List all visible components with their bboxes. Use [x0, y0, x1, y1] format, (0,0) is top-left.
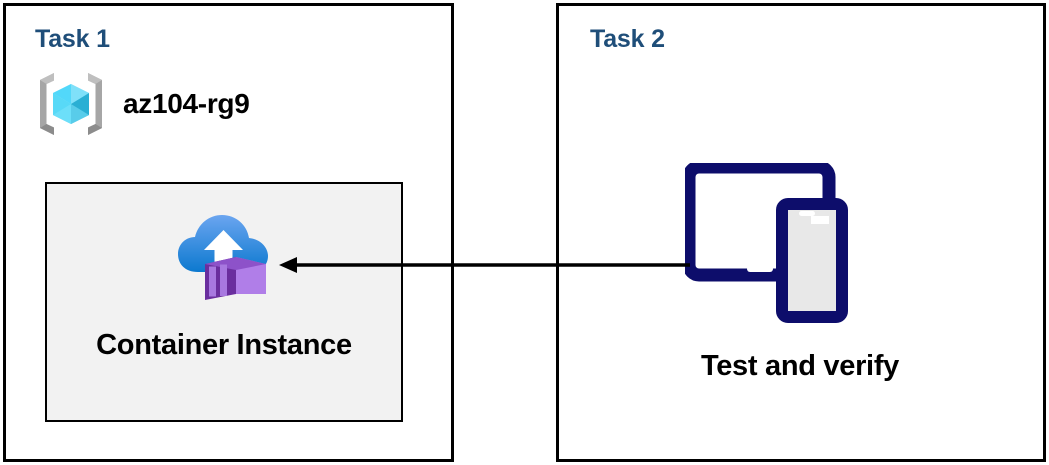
resource-group-row: az104-rg9 [35, 68, 250, 140]
resource-group-label: az104-rg9 [123, 88, 250, 119]
test-and-verify-label: Test and verify [700, 350, 900, 382]
task-1-title: Task 1 [35, 25, 110, 53]
azure-resource-group-icon [35, 68, 107, 140]
task-2-title: Task 2 [590, 25, 665, 53]
container-instance-box: Container Instance [45, 182, 403, 422]
container-instance-label: Container Instance [96, 329, 352, 361]
azure-container-instance-icon [174, 204, 274, 304]
task-1-panel: Task 1 [3, 3, 454, 462]
tablet-and-phone-icon [685, 163, 865, 338]
